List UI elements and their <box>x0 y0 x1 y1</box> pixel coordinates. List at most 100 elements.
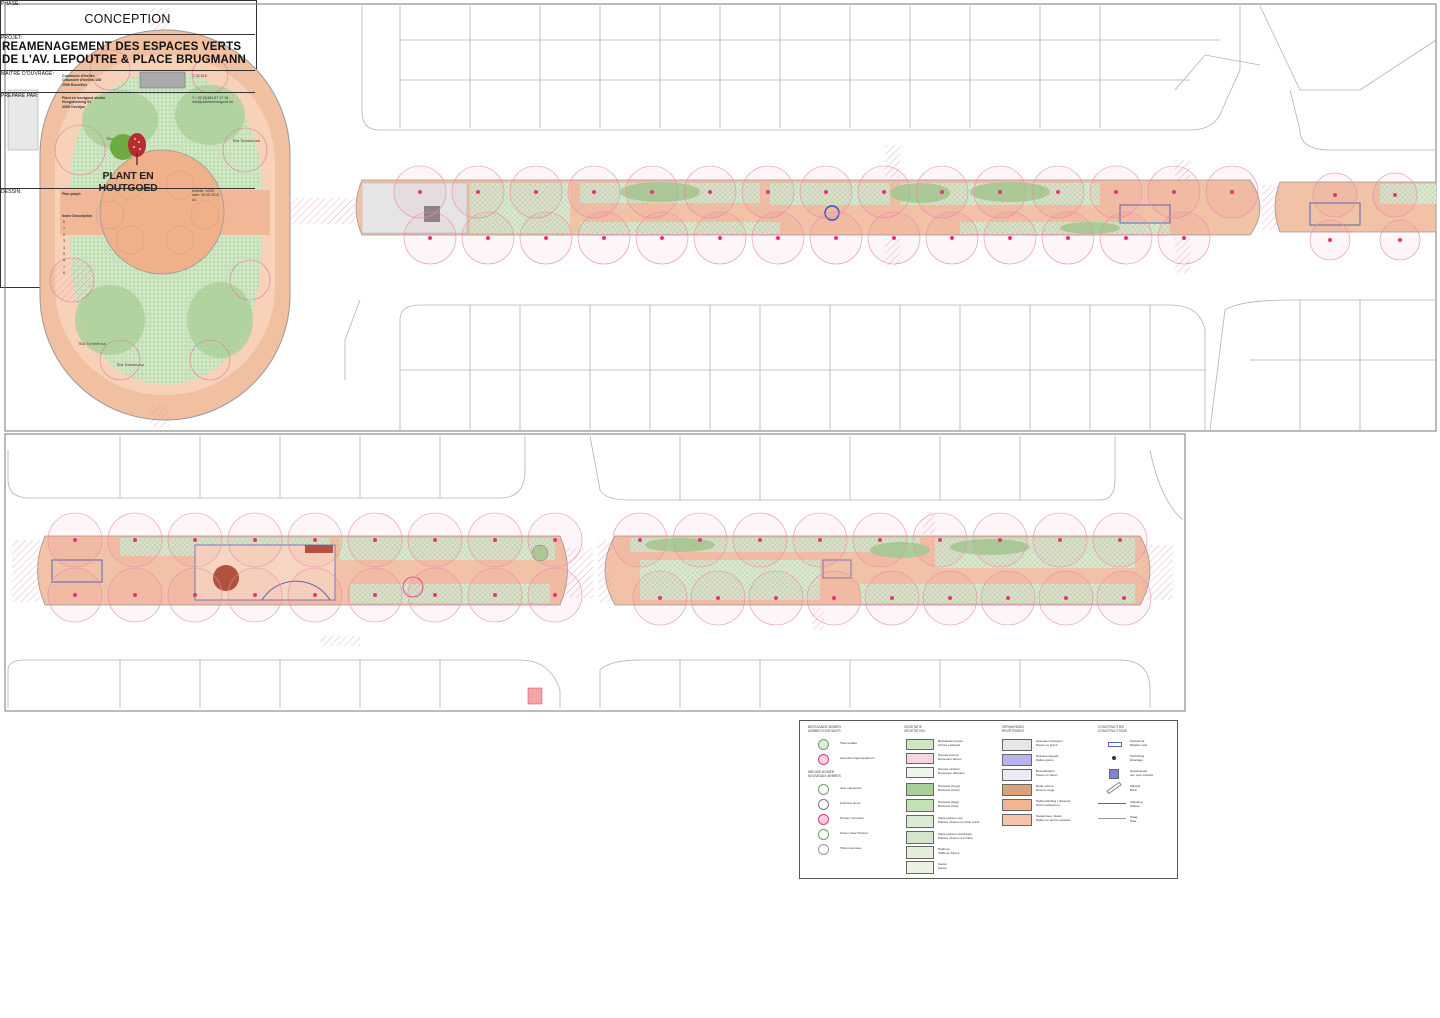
tree-trunk <box>1056 190 1060 194</box>
revision-index: 5 <box>63 252 65 256</box>
legend: BESTAANDE BOMEN ARBRES EXISTANTS Tilia c… <box>799 720 1178 879</box>
revision-index: 4 <box>63 245 65 250</box>
legend-item: Vaste planten-mix Plantes vivaces en ple… <box>938 816 980 824</box>
tree-trunk <box>433 593 437 597</box>
revision-index: 2 <box>63 232 65 237</box>
tilia-label-4: Tilia Tomentosa <box>116 362 145 367</box>
tree-trunk <box>476 190 480 194</box>
tree-trunk <box>553 593 557 597</box>
tree-trunk <box>193 593 197 597</box>
legend-item: Fietsenrek Râtelier vélo <box>1130 739 1148 747</box>
tree-trunk <box>1393 193 1397 197</box>
swatch-perennials-shade <box>906 831 934 844</box>
tree-trunk <box>193 538 197 542</box>
tree-trunk <box>716 596 720 600</box>
tree-trunk <box>73 538 77 542</box>
tree-trunk <box>950 236 954 240</box>
tree-trunk <box>133 593 137 597</box>
tree-trunk <box>758 538 762 542</box>
tree-trunk <box>660 236 664 240</box>
legend-item: Aesculus hippocastanum <box>840 756 875 760</box>
tree-trunk <box>433 538 437 542</box>
project-title-line-1: REAMENAGEMENT DES ESPACES VERTS <box>2 41 242 53</box>
tree-trunk <box>1118 538 1122 542</box>
legend-item: Nieuwe struiken Nouveaux arbustes <box>938 767 965 775</box>
bench-icon <box>1106 781 1122 795</box>
legend-col-title: NIEUWE BOMEN NOUVEAUX ARBRES <box>808 770 841 778</box>
legend-item: Speeltoestel Jeu pour enfants <box>1130 769 1154 777</box>
tree-symbol-icon <box>818 754 829 765</box>
tree-trunk <box>1398 238 1402 242</box>
project-title-line-2: DE L'AV. LEPOUTRE & PLACE BRUGMANN <box>2 54 247 66</box>
tree-trunk <box>544 236 548 240</box>
legend-item: Grasbetontegels Dalles gazon <box>1036 754 1059 762</box>
tree-trunk <box>493 538 497 542</box>
tree-trunk <box>774 596 778 600</box>
legend-item: Halfverharding / dolomiet Semi-revêtemen… <box>1036 799 1071 807</box>
tree-trunk <box>824 190 828 194</box>
legend-item: Rode schors Ecorce rouge <box>1036 784 1055 792</box>
tree-trunk <box>1064 596 1068 600</box>
swatch-perennials-sun <box>906 815 934 828</box>
tree-trunk <box>832 596 836 600</box>
company-name: PLANT EN HOUTGOED <box>98 170 158 194</box>
legend-item: Vaste planten (schaduw) Plantes vivaces … <box>938 832 973 840</box>
tree-trunk <box>776 236 780 240</box>
tree-canopies <box>47 165 1421 626</box>
tree-trunk <box>253 593 257 597</box>
tree-trunk <box>486 236 490 240</box>
tree-trunk <box>373 593 377 597</box>
swatch-new-shrubs <box>906 767 934 778</box>
swatch-red-bark <box>1002 784 1032 796</box>
tree-symbol-icon <box>818 739 829 750</box>
swatch-existing-trees <box>906 739 934 750</box>
tree-symbol-icon <box>818 784 829 795</box>
swatch-shrub-high <box>906 783 934 796</box>
phase-value: CONCEPTION <box>84 12 171 26</box>
tree-symbol-icon <box>818 799 829 810</box>
revision-index: 1 <box>63 226 65 231</box>
tree-trunk <box>553 538 557 542</box>
tree-trunk <box>940 190 944 194</box>
tree-trunk <box>1122 596 1126 600</box>
legend-item: Hakhout Taillis de frênes <box>938 847 960 855</box>
client-address: Commune d'Ixelles Chaussée d'Ixelles 168… <box>62 74 102 87</box>
hedge-icon <box>1098 818 1126 819</box>
legend-item: Acer campestre <box>840 786 862 790</box>
avenue-top <box>355 145 1437 273</box>
tree-trunk <box>253 538 257 542</box>
prepared-label: PREPARE PAR: <box>1 93 39 99</box>
tree-trunk <box>418 190 422 194</box>
legend-item: Verlichting Éclairage <box>1130 754 1145 762</box>
tree-symbol-icon <box>818 814 829 825</box>
tree-trunk <box>1172 190 1176 194</box>
tree-trunk <box>998 538 1002 542</box>
tree-trunk <box>73 593 77 597</box>
tree-trunk <box>948 596 952 600</box>
tree-trunk <box>1230 190 1234 194</box>
tree-trunk <box>638 538 642 542</box>
legend-item: Haag Haie <box>1130 815 1138 823</box>
tree-trunk <box>1114 190 1118 194</box>
tree-trunk <box>313 593 317 597</box>
legend-item: Bestaande bomen Arbres existants <box>938 739 964 747</box>
drawing-meta: échelle: 1/250 date: 30.05.2019 A1 <box>192 189 219 202</box>
legend-item: Tilia tomentosa <box>840 846 861 850</box>
avenue-bottom-left <box>12 535 593 705</box>
bottom-frame <box>4 433 1186 712</box>
legend-item: Struweel (hoog) Buissons (haut) <box>938 784 960 792</box>
swatch-new-trees <box>906 753 934 764</box>
tree-trunk <box>1182 236 1186 240</box>
tree-trunk <box>133 538 137 542</box>
tree-trunk <box>373 538 377 542</box>
legend-col-title: VEGETATIE VÉGÉTATION <box>904 725 925 733</box>
tree-trunk <box>534 190 538 194</box>
tree-trunk <box>892 236 896 240</box>
tree-trunk <box>998 190 1002 194</box>
tree-trunk <box>592 190 596 194</box>
tree-symbol-icon <box>818 844 829 855</box>
place-brugmann <box>7 8 355 427</box>
legend-item: Fraxinus ornus <box>840 801 861 805</box>
swatch-concrete-pavers <box>1002 769 1032 781</box>
